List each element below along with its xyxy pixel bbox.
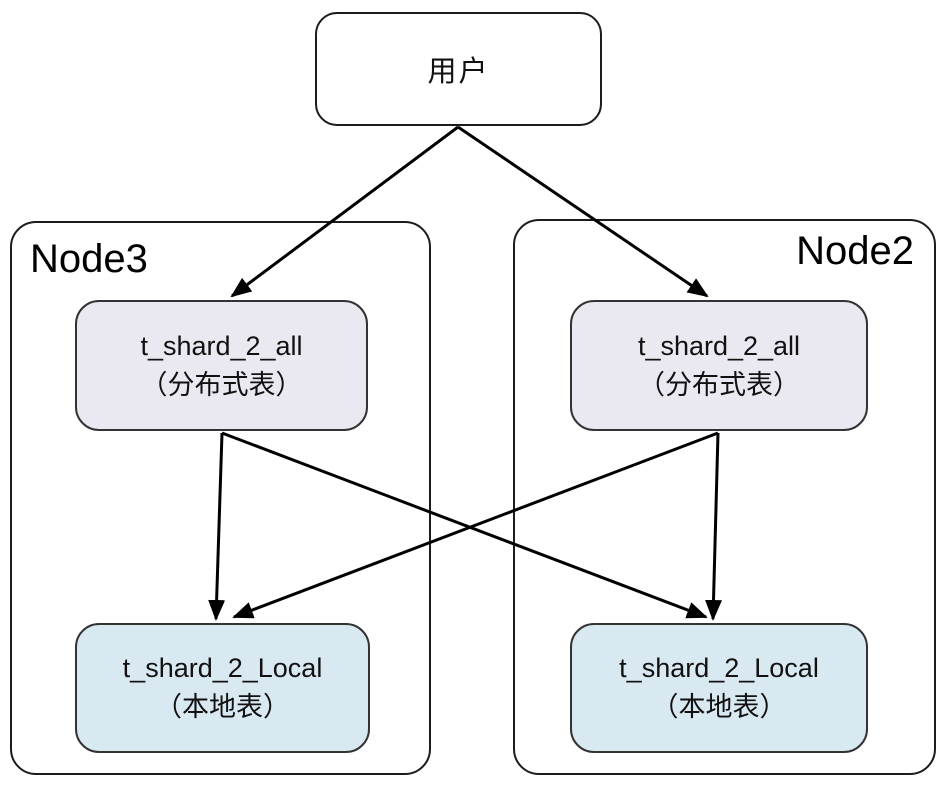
node3-title: Node3 — [30, 237, 148, 281]
user-node: 用户 — [315, 12, 602, 126]
node2-title: Node2 — [796, 229, 914, 273]
table-name: t_shard_2_all — [140, 330, 303, 361]
user-label: 用户 — [427, 56, 490, 88]
table-name: t_shard_2_all — [637, 330, 801, 361]
node3-distributed-table: t_shard_2_all （分布式表） — [75, 300, 368, 431]
table-name: t_shard_2_Local — [619, 653, 819, 683]
node3-local-table: t_shard_2_Local （本地表） — [75, 623, 370, 753]
table-type-label: （分布式表） — [638, 369, 800, 400]
node2-local-table: t_shard_2_Local （本地表） — [570, 623, 868, 753]
table-name: t_shard_2_Local — [122, 653, 323, 683]
table-type-label: （本地表） — [155, 692, 290, 722]
table-type-label: （分布式表） — [140, 369, 303, 400]
table-type-label: （本地表） — [651, 692, 787, 722]
node2-distributed-table: t_shard_2_all （分布式表） — [570, 300, 868, 431]
